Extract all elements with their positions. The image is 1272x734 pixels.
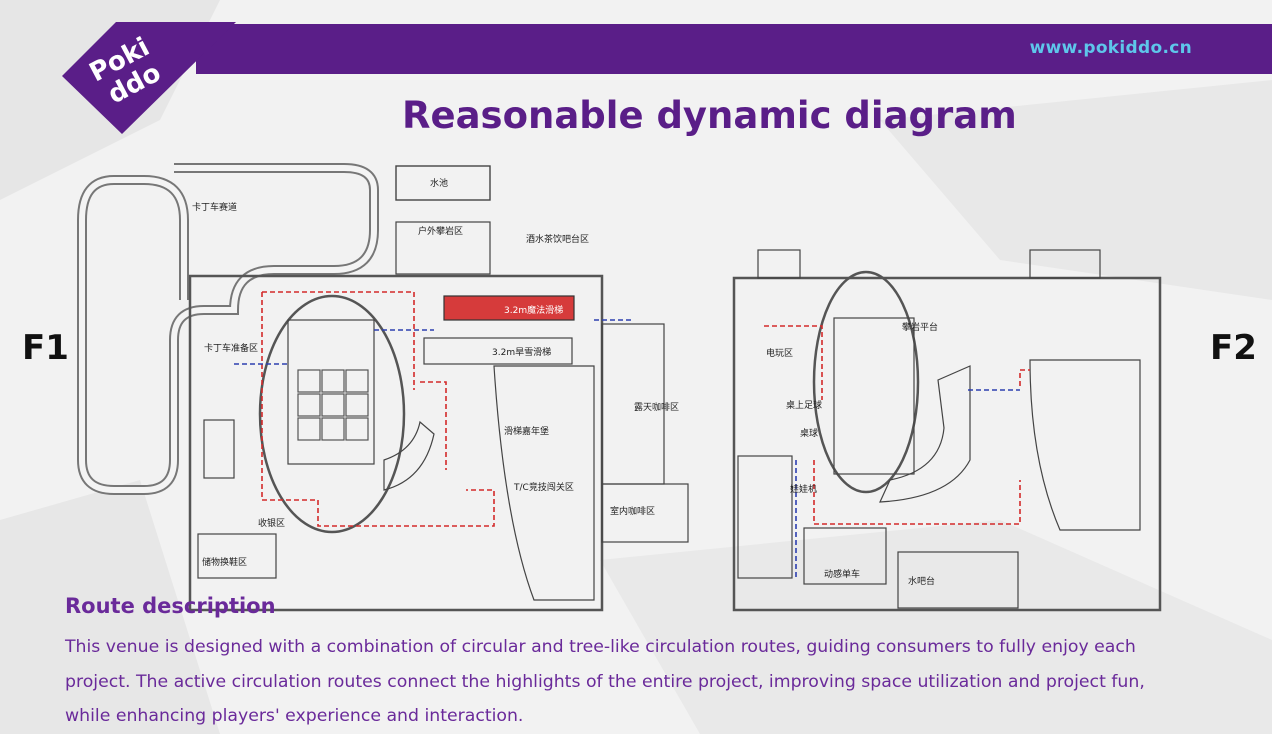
f1-floor-plan: 卡丁车赛道 水池 户外攀岩区 酒水茶饮吧台区 3.2m魔法滑梯 3.2m旱雪滑梯… xyxy=(77,163,689,612)
label-claw: 娃娃机 xyxy=(790,483,817,495)
label-storage: 储物换鞋区 xyxy=(202,556,247,568)
page-title: Reasonable dynamic diagram xyxy=(402,94,1017,137)
label-climbing: 户外攀岩区 xyxy=(418,225,463,237)
label-kart-track: 卡丁车赛道 xyxy=(192,201,237,213)
label-ball-game: 桌上足球 xyxy=(786,399,822,411)
label-tc-zone: T/C竞技闯关区 xyxy=(513,481,574,493)
label-outdoor-cafe: 露天咖啡区 xyxy=(634,401,679,413)
label-slide-magic: 3.2m魔法滑梯 xyxy=(504,304,563,316)
route-description-title: Route description xyxy=(65,594,276,618)
label-pool: 水池 xyxy=(430,177,448,189)
label-slide-castle: 滑梯嘉年堡 xyxy=(504,425,549,437)
label-climb-frame: 攀岩平台 xyxy=(902,321,938,333)
label-kart-prep: 卡丁车准备区 xyxy=(204,342,258,354)
header-banner xyxy=(196,24,1272,74)
floor-label-f2: F2 xyxy=(1210,328,1257,368)
kart-track-path xyxy=(77,163,379,495)
label-slide-dry: 3.2m旱雪滑梯 xyxy=(492,346,551,358)
label-tea-bar: 酒水茶饮吧台区 xyxy=(526,233,589,245)
route-line-3: while enhancing players' experience and … xyxy=(65,706,524,726)
label-cashier: 收银区 xyxy=(258,517,285,529)
floor-label-f1: F1 xyxy=(22,328,69,368)
route-line-1: This venue is designed with a combinatio… xyxy=(65,637,1136,657)
label-arcade: 电玩区 xyxy=(766,347,793,359)
f2-floor-plan: 电玩区 攀岩平台 桌上足球 桌球 娃娃机 动感单车 水吧台 xyxy=(732,249,1162,612)
website-url[interactable]: www.pokiddo.cn xyxy=(1029,38,1192,58)
label-bike: 动感单车 xyxy=(824,568,860,580)
route-description-text: This venue is designed with a combinatio… xyxy=(65,630,1175,734)
label-water-bar: 水吧台 xyxy=(908,575,935,587)
label-table-ball: 桌球 xyxy=(800,427,818,439)
route-line-2: project. The active circulation routes c… xyxy=(65,671,1145,692)
label-indoor-cafe: 室内咖啡区 xyxy=(610,505,655,517)
pokiddo-logo[interactable]: Poki ddo xyxy=(56,22,236,134)
